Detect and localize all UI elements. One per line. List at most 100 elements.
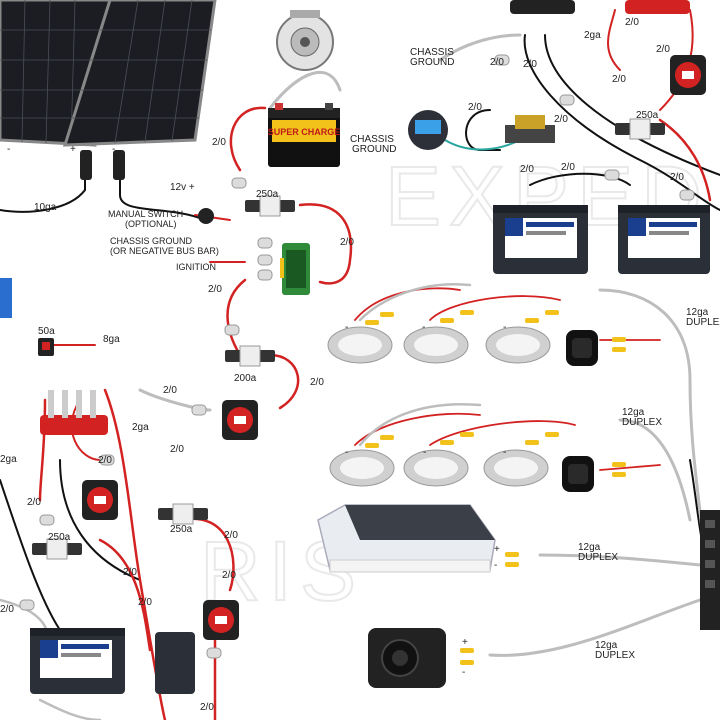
led-puck-light bbox=[329, 449, 395, 487]
plus-sign: + bbox=[494, 544, 500, 555]
house-battery bbox=[155, 632, 195, 694]
gauge-label: 2/0 bbox=[224, 530, 238, 541]
battery-switch bbox=[82, 480, 118, 520]
wire-250a-to-dc bbox=[298, 203, 353, 285]
wire-red-right bbox=[658, 118, 712, 202]
house-battery bbox=[618, 205, 710, 274]
wire-black-top2 bbox=[544, 34, 720, 176]
duplex-label: 12ga bbox=[578, 542, 601, 553]
wire-light-white2 bbox=[358, 403, 482, 447]
gauge-label: 2/0 bbox=[208, 284, 222, 295]
duplex-label: DUPLEX bbox=[622, 417, 662, 428]
wire-black-left2 bbox=[59, 459, 141, 581]
ring-terminals bbox=[19, 54, 695, 659]
ignition-label: IGNITION bbox=[176, 262, 216, 272]
gauge-label: 2ga bbox=[0, 454, 17, 465]
gauge-label: 2/0 bbox=[310, 377, 324, 388]
gauge-label: 2/0 bbox=[0, 604, 14, 615]
wire-duplex-run3 bbox=[538, 553, 702, 567]
plus-sign: + bbox=[70, 144, 76, 155]
led-puck-light bbox=[483, 449, 549, 487]
gauge-label: 2/0 bbox=[163, 385, 177, 396]
gauge-label: 2/0 bbox=[170, 444, 184, 455]
duplex-label: 12ga bbox=[595, 640, 618, 651]
starter-battery: SUPER CHARGE bbox=[268, 103, 341, 167]
gauge-label: 2/0 bbox=[200, 702, 214, 713]
chassis-bus-label: CHASSIS GROUND bbox=[110, 236, 193, 246]
wire-dc-to-200a bbox=[226, 278, 247, 357]
wire-light-red4 bbox=[429, 420, 576, 446]
anl-fuse bbox=[615, 118, 665, 140]
anl-fuse bbox=[245, 195, 295, 217]
wire-shunt bbox=[465, 109, 501, 151]
wire-red-top bbox=[607, 9, 621, 71]
led-puck-light bbox=[485, 326, 551, 364]
duplex-label: DUPLEX bbox=[578, 552, 618, 563]
minus-sign: - bbox=[423, 447, 426, 458]
chassis-ground-label: GROUND bbox=[352, 144, 396, 155]
rocker-switch bbox=[562, 456, 594, 492]
gauge-label: 2/0 bbox=[138, 597, 152, 608]
mc4-connector bbox=[80, 150, 92, 180]
butt-connectors bbox=[365, 310, 626, 665]
minus-sign: - bbox=[462, 667, 465, 678]
gauge-label: 2/0 bbox=[520, 164, 534, 175]
duplex-label: DUPLEX bbox=[595, 650, 635, 661]
minus-sign: - bbox=[422, 322, 425, 333]
wire-solar-neg bbox=[0, 164, 86, 213]
battery-brand: SUPER CHARGE bbox=[268, 127, 341, 137]
chassis-ground-label: CHASSIS bbox=[350, 134, 394, 145]
wire-light-red3 bbox=[354, 412, 481, 446]
duplex-label: 12ga bbox=[686, 307, 709, 318]
rocker-switch bbox=[566, 330, 598, 366]
gauge-label: 2/0 bbox=[670, 172, 684, 183]
wire-solar-pos-black bbox=[119, 164, 206, 221]
wire-white-bottom bbox=[38, 698, 102, 720]
wire-white-chassis bbox=[438, 33, 522, 62]
mini-fuse bbox=[38, 338, 54, 356]
led-puck-light bbox=[403, 449, 469, 487]
fuse-rating: 50a bbox=[38, 326, 55, 337]
solar-panel-right bbox=[62, 0, 217, 147]
fuse-rating: 250a bbox=[48, 532, 71, 543]
wire-duplex-run2 bbox=[618, 418, 692, 522]
plus-sign: + bbox=[462, 637, 468, 648]
minus-sign: - bbox=[503, 322, 506, 333]
gauge-label: 2/0 bbox=[554, 114, 568, 125]
anl-fuse bbox=[225, 345, 275, 367]
anl-fuse bbox=[158, 503, 208, 525]
negative-bus-bar bbox=[510, 0, 575, 14]
duplex-label: DUPLEX bbox=[686, 317, 720, 328]
gauge-label: 2/0 bbox=[123, 567, 137, 578]
anl-fuse bbox=[32, 538, 82, 560]
gauge-label: 2/0 bbox=[656, 44, 670, 55]
minus-sign: - bbox=[345, 447, 348, 458]
wire-200a-out bbox=[268, 353, 300, 410]
gauge-label: 2ga bbox=[584, 30, 601, 41]
battery-monitor bbox=[408, 110, 448, 150]
gauge-label: 2/0 bbox=[27, 497, 41, 508]
dc-dc-charger bbox=[280, 243, 310, 295]
gauge-label: 2/0 bbox=[625, 17, 639, 28]
positive-bus-bar-top bbox=[625, 0, 690, 14]
house-battery bbox=[493, 205, 588, 274]
battery-switch bbox=[670, 55, 706, 95]
battery-switch bbox=[222, 400, 258, 440]
wire-battery-pos bbox=[229, 106, 267, 172]
wire-duplex-run4 bbox=[488, 598, 702, 657]
minus-sign: - bbox=[345, 322, 348, 333]
inverter-edge bbox=[0, 278, 12, 318]
minus-sign: - bbox=[7, 144, 10, 155]
gauge-label: 2/0 bbox=[340, 237, 354, 248]
gauge-label: 2/0 bbox=[612, 74, 626, 85]
gauge-label: 2ga bbox=[132, 422, 149, 433]
wire-light-white bbox=[358, 283, 472, 322]
chassis-bus-label: (OR NEGATIVE BUS BAR) bbox=[110, 246, 219, 256]
wire-battery-link bbox=[529, 172, 631, 186]
house-battery bbox=[30, 628, 125, 694]
chassis-ground-label: GROUND bbox=[410, 57, 454, 68]
minus-sign: - bbox=[494, 560, 497, 571]
minus-sign: - bbox=[503, 447, 506, 458]
fuse-rating: 200a bbox=[234, 373, 257, 384]
gauge-label: 2/0 bbox=[212, 137, 226, 148]
